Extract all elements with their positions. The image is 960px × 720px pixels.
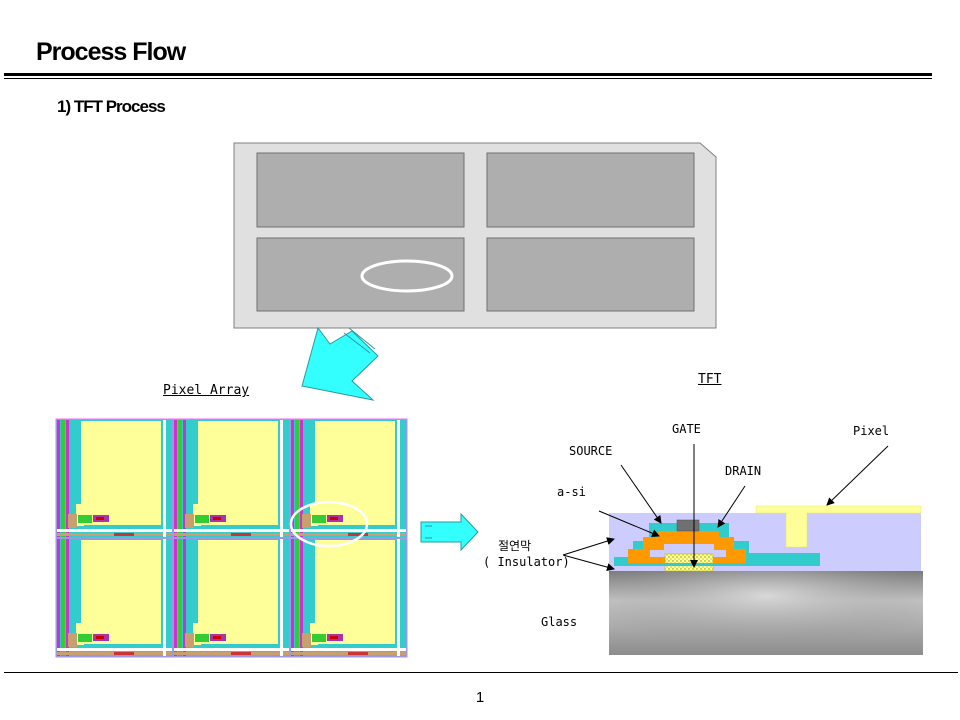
tft-gate-green [195,515,209,523]
panel-top-right [486,152,695,228]
zoom-arrow-right [420,512,479,552]
source-label: SOURCE [569,444,613,458]
tft-pad [185,633,194,647]
green-line [61,539,65,656]
tft-gate-green [312,634,326,642]
title-underline-thin [4,78,932,79]
magenta-line [57,539,60,656]
storage-capacitor [114,652,134,655]
zoom-highlight-ellipse [360,259,454,293]
tft-contact-core [213,636,221,639]
pixel-electrode-area [81,540,161,644]
a-si-leader [598,510,660,537]
column-highlight [280,420,283,537]
tft-pad [68,514,77,528]
magenta-line [183,539,186,656]
gate-label: GATE [672,422,701,436]
tft-gate-green [78,515,92,523]
panel-top-left [256,152,465,228]
magenta-line [183,420,186,537]
tft-pad [302,514,311,528]
footer-rule [4,672,958,673]
storage-capacitor [114,533,134,536]
column-highlight [397,420,400,537]
pixel-electrode [755,505,922,548]
section-subtitle: 1) TFT Process [57,97,166,116]
gate-line-highlight [174,648,289,651]
green-line [178,420,182,537]
column-highlight [163,539,166,656]
tft-contact-core [96,636,104,639]
title-underline [4,73,932,76]
a-si-label: a-si [557,485,586,499]
mother-glass [233,142,717,329]
drain-leader [717,485,746,528]
magenta-line [57,420,60,537]
insulator-leader-2 [562,554,615,572]
storage-capacitor [348,652,368,655]
magenta-line [66,420,69,537]
tft-contact-core [330,636,338,639]
tft-cross-section [609,505,923,655]
tft-contact-core [96,517,104,520]
column-highlight [397,539,400,656]
source-leader [620,464,662,524]
column-highlight [163,420,166,537]
tft-pad [302,633,311,647]
slide-title: Process Flow [36,38,186,66]
pixel-array [55,418,408,658]
tft-pad [185,514,194,528]
gate-line-highlight [291,529,406,532]
tft-gate-green [195,634,209,642]
insulator-label: ( Insulator) [483,555,570,569]
storage-capacitor [231,533,251,536]
pixel-leader [826,445,889,506]
pixel-electrode-area [81,421,161,525]
magenta-line [291,420,294,537]
tft-gate-green [312,515,326,523]
pixel-electrode-area [315,540,395,644]
gate-electrode [664,553,714,572]
gate-line-highlight [291,648,406,651]
magenta-line [300,539,303,656]
panel-bottom-left [256,237,465,312]
page-number: 1 [475,689,485,706]
pixel-label: Pixel [853,424,890,438]
drain-label: DRAIN [725,464,762,478]
glass-label: Glass [541,615,578,629]
insulator-korean-label: 절연막 [498,539,532,553]
insulator-leader-1 [562,537,615,556]
green-line [295,420,299,537]
storage-capacitor [348,533,368,536]
column-highlight [280,539,283,656]
green-line [295,539,299,656]
gate-line-highlight [57,648,172,651]
pixel-array-label: Pixel Array [163,383,250,398]
magenta-line [174,420,177,537]
panel-bottom-right [486,237,695,312]
storage-capacitor [231,652,251,655]
tft-gate-green [78,634,92,642]
zoom-arrow-down [301,326,379,401]
gate-cap [676,519,700,532]
gate-line-highlight [174,529,289,532]
tft-highlight-ellipse [289,500,369,548]
green-line [61,420,65,537]
magenta-line [174,539,177,656]
leader-lines [562,444,889,572]
pixel-electrode-area [315,421,395,525]
green-line [178,539,182,656]
tft-contact-core [213,517,221,520]
gate-line-highlight [57,529,172,532]
magenta-line [66,539,69,656]
pixel-electrode-area [198,540,278,644]
tft-pad [68,633,77,647]
tft-label: TFT [698,372,722,387]
magenta-line [300,420,303,537]
tft-contact-core [330,517,338,520]
pixel-electrode-area [198,421,278,525]
magenta-line [291,539,294,656]
